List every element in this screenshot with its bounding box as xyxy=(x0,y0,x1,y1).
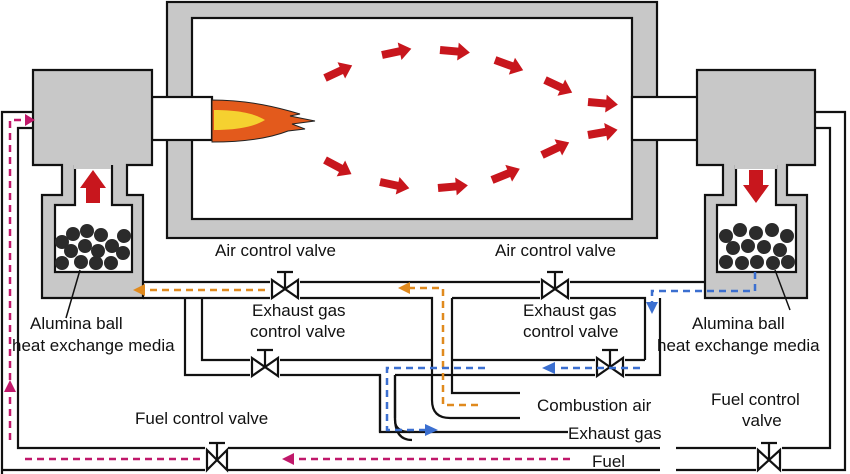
exhaust-gas-flow xyxy=(385,272,757,432)
fuel-arrow-icon xyxy=(4,380,16,392)
fuel-flow xyxy=(8,118,570,461)
air-control-valve-right[interactable] xyxy=(540,270,570,301)
fuel-valve-right-label: valve xyxy=(742,411,782,430)
fuel-arrow-icon xyxy=(282,453,294,465)
exhaust-gas-label: Exhaust gas xyxy=(568,424,662,443)
fuel-valve-left-label: Fuel control valve xyxy=(135,409,268,428)
exhaust-arrow-icon xyxy=(425,424,438,436)
air-arrow-icon xyxy=(398,282,410,294)
combustion-air-flow xyxy=(145,286,478,407)
combustion-air-label: Combustion air xyxy=(537,396,652,415)
downward-arrow-icon xyxy=(743,170,769,203)
exhaust-gas-control-valve-right[interactable] xyxy=(595,348,625,379)
left-alumina-balls xyxy=(55,224,131,270)
piping xyxy=(0,110,847,474)
burner-flame xyxy=(211,99,316,143)
fuel-control-valve-left[interactable] xyxy=(205,441,229,473)
right-alumina-balls xyxy=(719,223,795,270)
exhaust-valve-right-label: control valve xyxy=(523,322,618,341)
media-left-label: heat exchange media xyxy=(12,336,175,355)
fuel-label: Fuel xyxy=(592,452,625,471)
media-right-label: Alumina ball xyxy=(692,314,785,333)
exhaust-valve-right-label: Exhaust gas xyxy=(523,301,617,320)
exhaust-arrow-icon xyxy=(646,302,658,314)
exhaust-arrow-icon xyxy=(542,362,555,374)
furnace xyxy=(165,0,659,240)
exhaust-gas-control-valve-left[interactable] xyxy=(250,348,280,379)
media-right-label: heat exchange media xyxy=(657,336,820,355)
media-left-label: Alumina ball xyxy=(30,314,123,333)
furnace-flow-arrows xyxy=(323,42,618,196)
air-control-valve-left[interactable] xyxy=(270,270,300,301)
exhaust-valve-left-label: Exhaust gas xyxy=(252,301,346,320)
air-valve-right-label: Air control valve xyxy=(495,241,616,260)
fuel-arrow-icon xyxy=(25,114,35,126)
air-valve-left-label: Air control valve xyxy=(215,241,336,260)
fuel-control-valve-right[interactable] xyxy=(756,441,782,473)
fuel-valve-right-label: Fuel control xyxy=(711,390,800,409)
exhaust-valve-left-label: control valve xyxy=(250,322,345,341)
upward-arrow-icon xyxy=(80,170,106,203)
air-arrow-icon xyxy=(133,284,145,296)
